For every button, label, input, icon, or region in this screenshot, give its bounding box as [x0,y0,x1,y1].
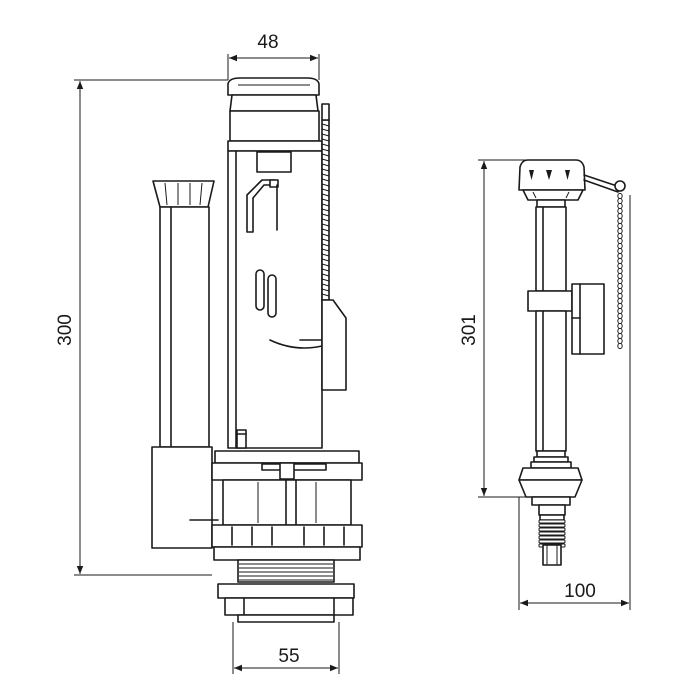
flush-valve-drawing: 48 300 55 [55,32,363,674]
dimension-301: 301 [459,159,528,498]
dimension-300: 300 [55,79,228,576]
flush-valve-cage [211,450,363,561]
dimension-label-48: 48 [257,32,278,53]
dimension-48: 48 [227,32,320,80]
dimension-label-301: 301 [459,314,480,346]
overflow-pipe [151,180,219,549]
dimension-100: 100 [518,195,631,610]
rack-teeth [321,123,330,297]
dimension-label-100: 100 [564,581,596,602]
fill-valve-chain [617,192,623,350]
flush-valve-body [227,77,347,449]
cage-ribs [231,482,345,546]
dimension-label-55: 55 [278,646,299,667]
fill-valve-cap [518,159,626,208]
dimension-55: 55 [232,622,340,674]
flush-valve-thread [217,559,355,623]
fill-valve-drawing: 301 100 [459,159,631,610]
dimension-label-300: 300 [55,314,76,346]
fill-valve-tube [527,206,605,452]
fill-valve-base [518,450,583,566]
